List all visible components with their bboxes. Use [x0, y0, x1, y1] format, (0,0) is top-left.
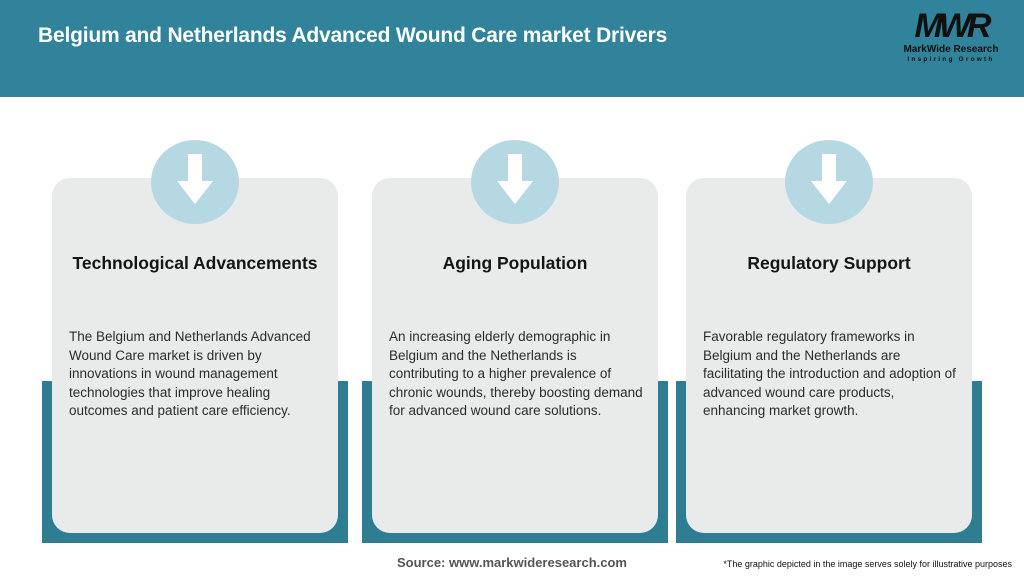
header-band: Belgium and Netherlands Advanced Wound C…: [0, 0, 1024, 97]
driver-card-technological-advancements: Technological Advancements The Belgium a…: [42, 140, 348, 543]
card-panel: Aging Population An increasing elderly d…: [372, 178, 658, 533]
card-title: Regulatory Support: [747, 253, 911, 273]
down-arrow-icon: [497, 153, 533, 211]
logo-tagline: Inspiring Growth: [907, 56, 995, 63]
arrow-badge: [471, 140, 559, 224]
markwide-research-logo: MWR MarkWide Research Inspiring Growth: [896, 8, 1006, 64]
card-title: Technological Advancements: [72, 253, 318, 273]
card-description: Favorable regulatory frameworks in Belgi…: [703, 329, 956, 418]
down-arrow-icon: [177, 153, 213, 211]
card-panel: Technological Advancements The Belgium a…: [52, 178, 338, 533]
logo-name: MarkWide Research: [903, 44, 999, 55]
card-description: The Belgium and Netherlands Advanced Wou…: [69, 329, 311, 418]
logo-mark: MWR: [914, 7, 992, 45]
card-description: An increasing elderly demographic in Bel…: [389, 329, 643, 418]
arrow-badge: [785, 140, 873, 224]
arrow-badge: [151, 140, 239, 224]
driver-card-regulatory-support: Regulatory Support Favorable regulatory …: [676, 140, 982, 543]
card-panel: Regulatory Support Favorable regulatory …: [686, 178, 972, 533]
source-attribution: Source: www.markwideresearch.com: [396, 555, 627, 570]
card-title: Aging Population: [442, 253, 588, 273]
page-title: Belgium and Netherlands Advanced Wound C…: [38, 24, 668, 47]
illustrative-disclaimer: *The graphic depicted in the image serve…: [723, 559, 1012, 569]
down-arrow-icon: [811, 153, 847, 211]
driver-card-aging-population: Aging Population An increasing elderly d…: [362, 140, 668, 543]
